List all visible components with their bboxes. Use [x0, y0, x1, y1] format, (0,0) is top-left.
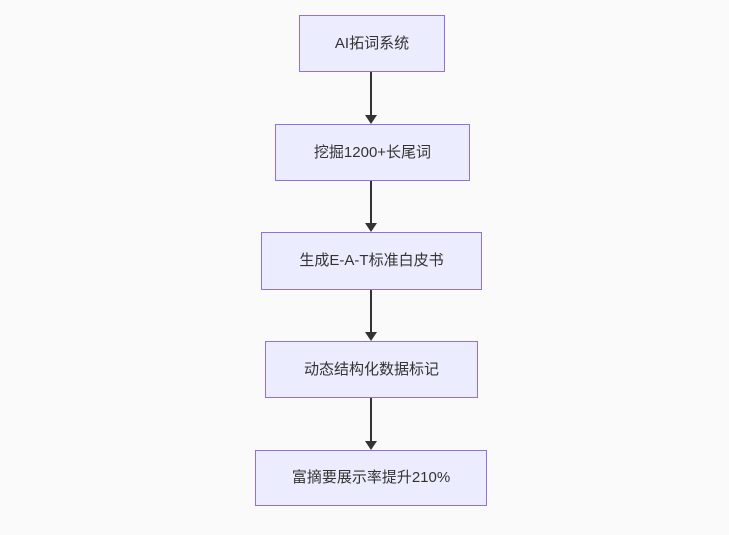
arrow-head-icon: [365, 115, 377, 124]
arrow-head-icon: [365, 441, 377, 450]
arrow-line: [370, 398, 372, 441]
arrow-line: [370, 290, 372, 332]
flow-arrow: [365, 181, 377, 232]
flow-node-rich-snippet-result: 富摘要展示率提升210%: [255, 450, 487, 506]
flow-node-label: 生成E-A-T标准白皮书: [299, 252, 444, 269]
flow-node-ai-keyword-system: AI拓词系统: [299, 15, 445, 72]
arrow-head-icon: [365, 223, 377, 232]
arrow-head-icon: [365, 332, 377, 341]
flow-arrow: [365, 290, 377, 341]
flow-node-longtail-mining: 挖掘1200+长尾词: [275, 124, 470, 181]
arrow-line: [370, 72, 372, 115]
flow-node-label: AI拓词系统: [334, 34, 410, 52]
flow-arrow: [365, 72, 377, 124]
arrow-line: [370, 181, 372, 223]
flow-node-label: 挖掘1200+长尾词: [313, 143, 432, 161]
flow-node-structured-data-markup: 动态结构化数据标记: [265, 341, 478, 398]
flow-node-label: 富摘要展示率提升210%: [291, 469, 451, 486]
flow-node-label: 动态结构化数据标记: [303, 360, 439, 378]
flow-node-eat-whitepaper: 生成E-A-T标准白皮书: [261, 232, 482, 290]
flow-arrow: [365, 398, 377, 450]
